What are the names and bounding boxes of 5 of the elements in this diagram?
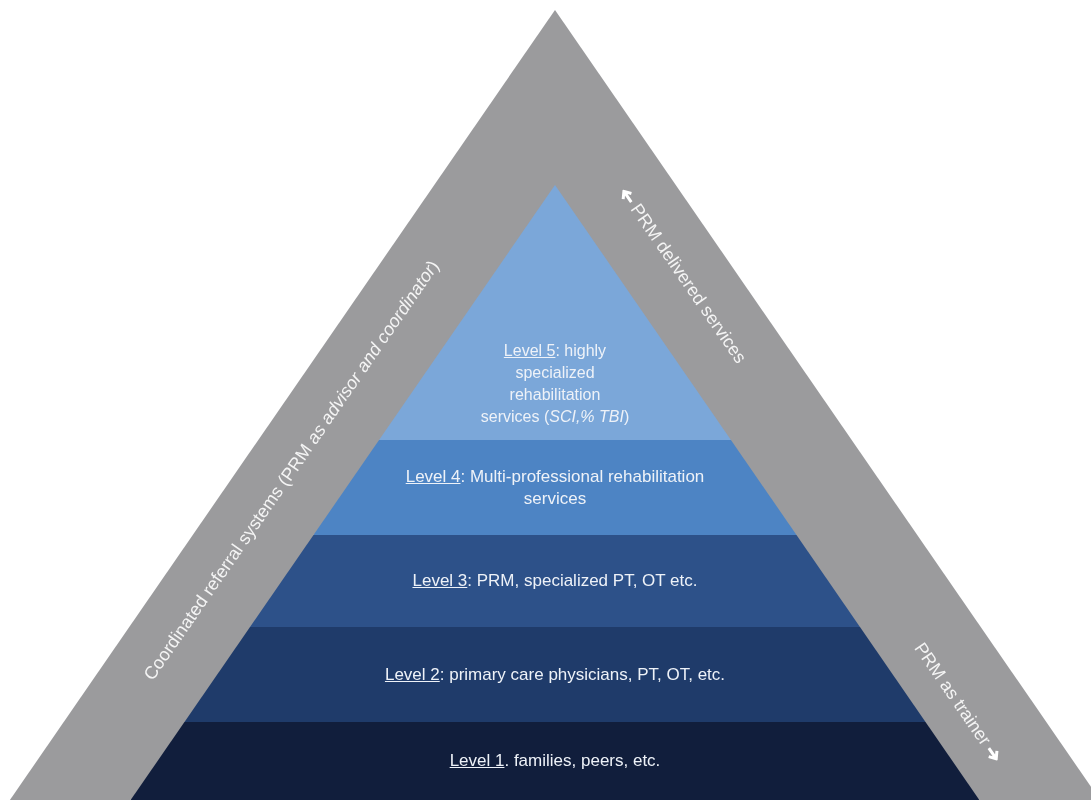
tier-label: Level 5: highly specialized rehabilitation services (SCI,% TBI)	[480, 341, 630, 427]
tier-label: Level 1. families, peers, etc.	[449, 750, 661, 772]
tier-label: Level 2: primary care physicians, PT, OT, etc.	[384, 663, 726, 686]
tier-label: Level 4: Multi-professional rehabilitation services	[405, 465, 705, 510]
tier-label: Level 3: PRM, specialized PT, OT etc.	[412, 570, 698, 592]
